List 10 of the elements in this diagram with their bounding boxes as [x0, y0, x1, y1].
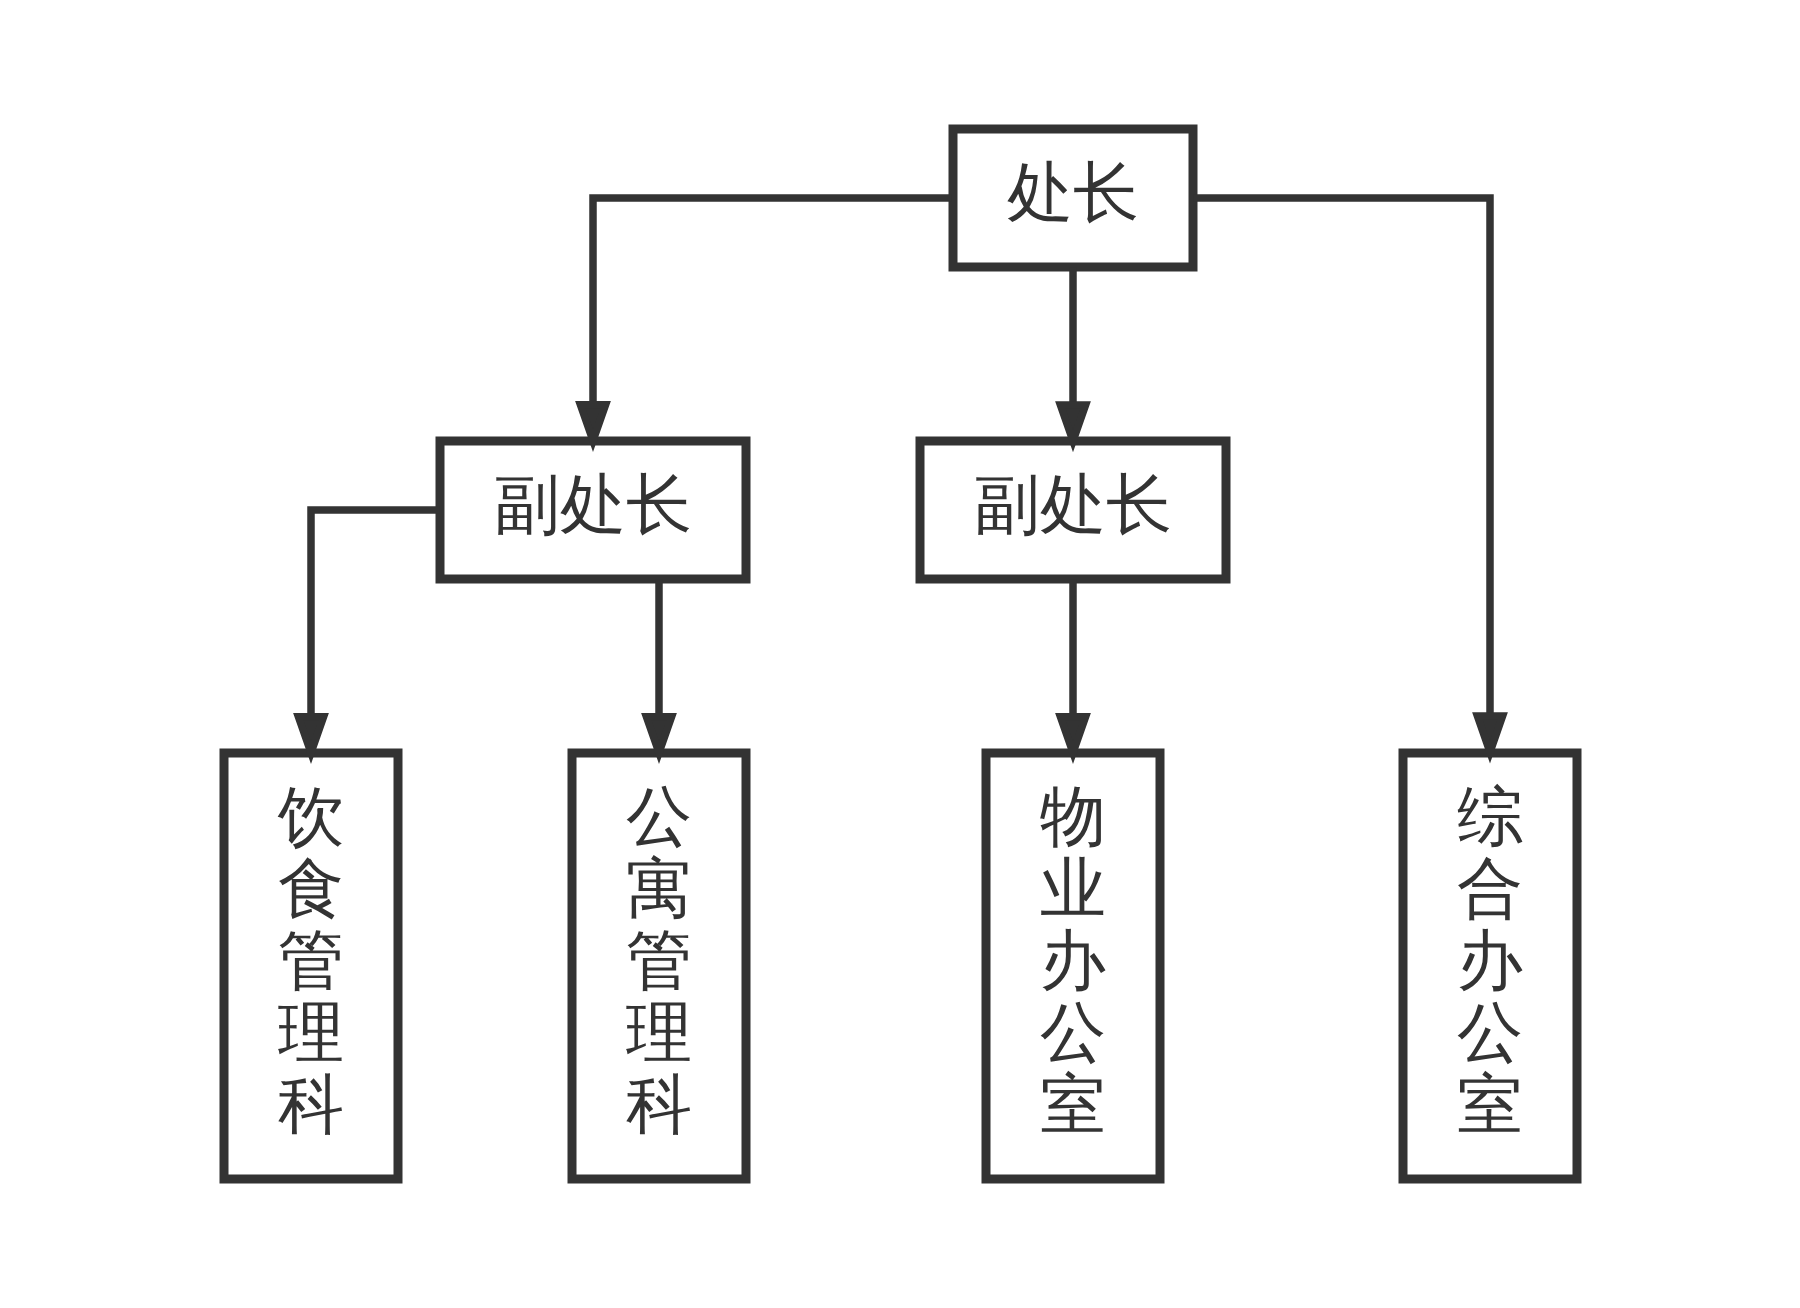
- node-box: 副处长: [435, 436, 750, 584]
- arrow: [292, 506, 440, 765]
- node-box: 饮食管理科: [219, 748, 402, 1184]
- node-box: 公寓管理科: [567, 748, 750, 1184]
- node-box: 副处长: [915, 436, 1230, 584]
- node-box: 物业办公室: [981, 748, 1164, 1184]
- arrow: [574, 194, 952, 453]
- arrow: [1054, 267, 1091, 453]
- node-box: 综合办公室: [1398, 748, 1581, 1184]
- node-box: 处长: [948, 124, 1197, 272]
